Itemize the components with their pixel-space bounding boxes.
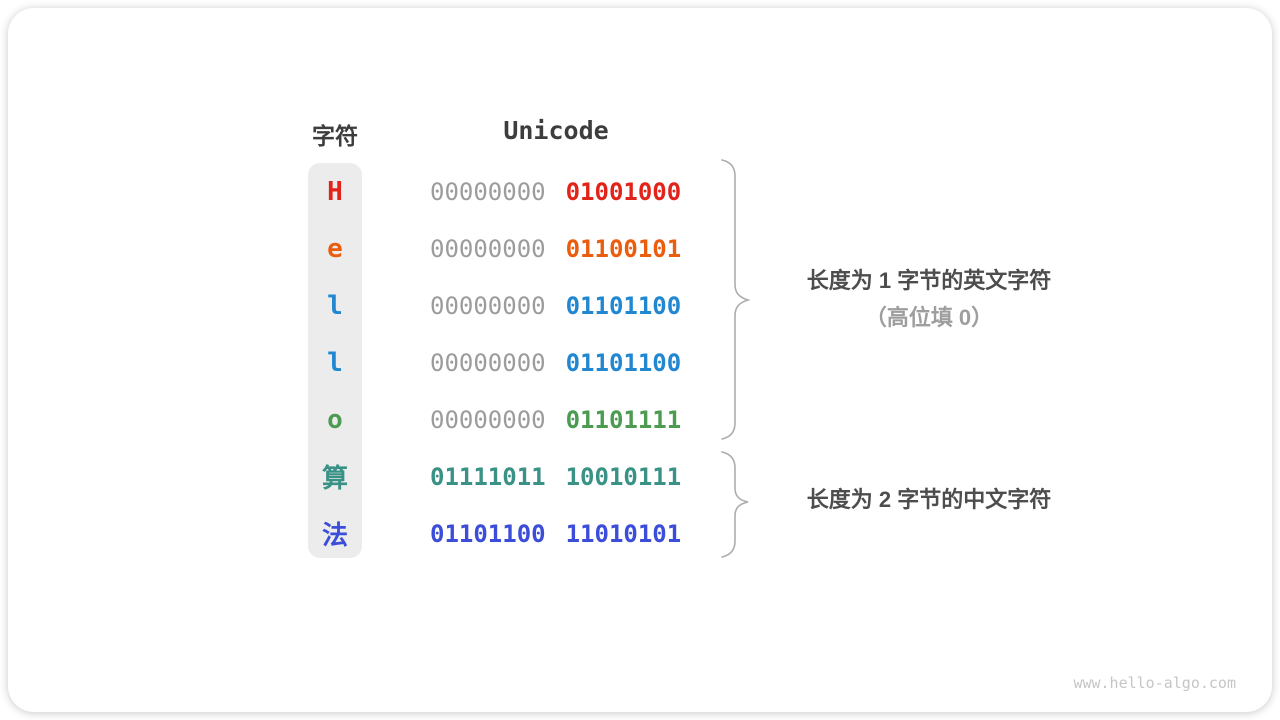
table-row: l 00000000 01101100	[0, 277, 1280, 334]
byte-high: 00000000	[430, 177, 546, 206]
char-cell: 法	[321, 521, 348, 551]
watermark: www.hello-algo.com	[1073, 674, 1236, 692]
byte-high: 00000000	[430, 234, 546, 263]
byte-low: 01001000	[565, 177, 682, 206]
binary-value: 00000000 01001000	[430, 178, 681, 206]
column-header-char: 字符	[312, 123, 358, 149]
annotation-english-chars: 长度为 1 字节的英文字符 （高位填 0）	[758, 266, 1100, 333]
table-row: 法 01101100 11010101	[0, 505, 1280, 562]
table-row: l 00000000 01101100	[0, 334, 1280, 391]
char-cell: l	[327, 290, 343, 321]
figure-card	[8, 8, 1272, 712]
binary-value: 00000000 01100101	[430, 235, 681, 263]
annotation-chinese-chars: 长度为 2 字节的中文字符	[758, 485, 1100, 515]
column-header-unicode: Unicode	[503, 116, 609, 145]
table-row: H 00000000 01001000	[0, 163, 1280, 220]
binary-value: 00000000 01101100	[430, 349, 681, 377]
binary-value: 00000000 01101111	[430, 406, 681, 434]
char-cell: e	[327, 233, 343, 264]
table-row: o 00000000 01101111	[0, 391, 1280, 448]
char-cell: l	[327, 347, 343, 378]
byte-high: 00000000	[430, 291, 546, 320]
byte-low: 01101100	[565, 348, 682, 377]
byte-high: 00000000	[430, 405, 546, 434]
brace-two-byte-group	[721, 451, 749, 558]
char-cell: o	[327, 404, 343, 435]
byte-high: 01111011	[430, 462, 546, 491]
brace-one-byte-group	[721, 159, 751, 440]
char-column-background	[308, 163, 362, 558]
char-cell: 算	[321, 464, 348, 494]
annotation-line: 长度为 1 字节的英文字符	[806, 268, 1052, 293]
byte-low: 01101100	[565, 291, 682, 320]
byte-low: 01100101	[565, 234, 682, 263]
byte-high: 00000000	[430, 348, 546, 377]
byte-low: 10010111	[565, 462, 682, 491]
binary-value: 01111011 10010111	[430, 463, 681, 491]
annotation-line: （高位填 0）	[864, 305, 994, 330]
annotation-line: 长度为 2 字节的中文字符	[806, 487, 1052, 512]
table-row: e 00000000 01100101	[0, 220, 1280, 277]
binary-value: 00000000 01101100	[430, 292, 681, 320]
char-cell: H	[327, 176, 343, 207]
byte-low: 11010101	[565, 519, 682, 548]
table-row: 算 01111011 10010111	[0, 448, 1280, 505]
byte-low: 01101111	[565, 405, 682, 434]
byte-high: 01101100	[430, 519, 546, 548]
binary-value: 01101100 11010101	[430, 520, 681, 548]
